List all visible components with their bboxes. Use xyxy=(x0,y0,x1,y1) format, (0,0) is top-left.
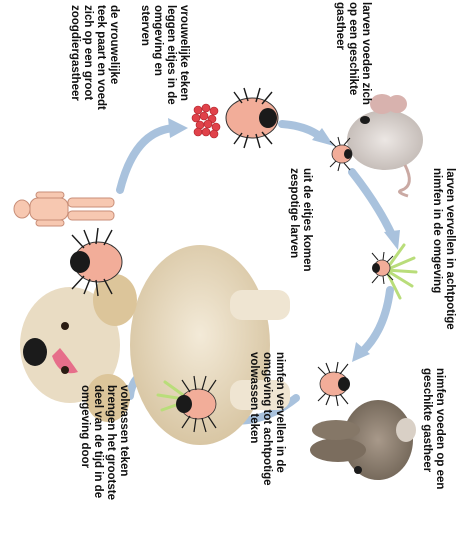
label-adults-env-container: volwassen teken brengen het grootste dee… xyxy=(130,385,245,437)
label-larvae-molt-container: larven vervellen in achtpotige nimfen in… xyxy=(456,168,467,194)
label-eggs-laid-container: vrouwelijke teken leggen eitjes in de om… xyxy=(190,5,290,57)
rabbit-photo xyxy=(310,400,416,480)
label-eggs-laid: vrouwelijke teken leggen eitjes in de om… xyxy=(138,5,190,105)
label-larvae-hatch-container: uit de eitjes komen zespotige larven xyxy=(313,168,417,194)
label-nymphs-feed-container: nimfen voeden op een geschikte gastheer xyxy=(446,368,467,394)
label-adults-env: volwassen teken brengen het grootste dee… xyxy=(78,385,130,500)
label-nymphs-molt-container: nimfen vervellen in de omgeving tot acht… xyxy=(286,352,420,391)
label-larvae-feed: larven voeden zich op een geschikte gast… xyxy=(333,2,372,105)
label-nymphs-feed: nimfen voeden op een geschikte gastheer xyxy=(420,368,446,489)
label-larvae-feed-container: larven voeden zich op een geschikte gast… xyxy=(372,2,467,41)
eggs-cluster xyxy=(192,104,220,138)
label-larvae-molt: larven vervellen in achtpotige nimfen in… xyxy=(430,168,456,330)
label-adult-mate: de vrouwelijke teek paart en voedt zich … xyxy=(68,5,120,110)
human-figure xyxy=(14,192,114,226)
label-larvae-hatch: uit de eitjes komen zespotige larven xyxy=(287,168,313,272)
label-nymphs-molt: nimfen vervellen in de omgeving tot acht… xyxy=(247,352,286,486)
tick-icon-female-laying xyxy=(226,88,278,148)
